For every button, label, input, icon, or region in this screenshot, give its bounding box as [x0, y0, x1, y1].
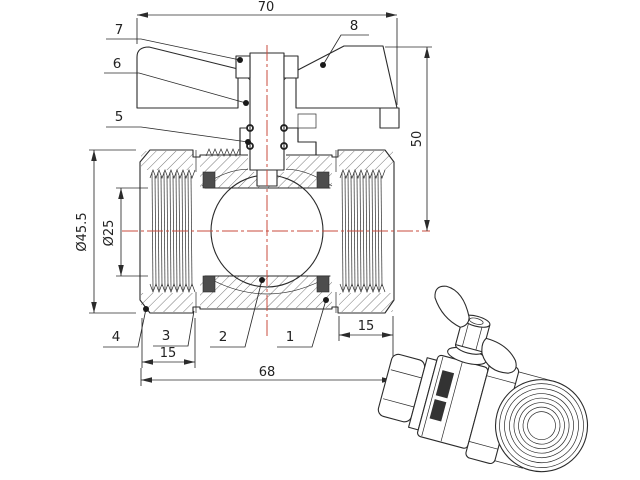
callout-3-label: 3: [162, 328, 171, 344]
callout-5-label: 5: [115, 109, 124, 125]
callout-7: 7: [106, 22, 243, 63]
dimension-15-left: 15: [141, 318, 196, 368]
callout-1-label: 1: [286, 329, 295, 345]
dimension-50: 50: [385, 46, 432, 231]
handle-wing-3d: [481, 337, 517, 374]
handle-left-wing: [136, 46, 239, 109]
callout-5: 5: [106, 109, 251, 145]
callout-4: 4: [103, 306, 149, 348]
dim-handle-width: 70: [258, 0, 275, 15]
gland-nut: [205, 113, 317, 157]
dim-body-length: 68: [259, 365, 276, 380]
seat-ring: [202, 275, 216, 293]
brand-marking-block: [435, 370, 455, 399]
o-ring: [280, 124, 288, 132]
callout-8: 8: [320, 18, 369, 68]
brand-marking-block: [429, 399, 447, 422]
dim-bore-diameter: Ø25: [102, 220, 117, 247]
seat-ring: [316, 275, 330, 293]
callout-6-label: 6: [113, 56, 122, 72]
stem-nut: [283, 55, 299, 79]
dimension-15-right: 15: [338, 316, 393, 341]
callout-4-label: 4: [112, 329, 121, 345]
o-ring: [280, 142, 288, 150]
callout-2: 2: [210, 277, 265, 348]
dimension-45-5: Ø45.5: [75, 149, 136, 314]
centerlines: [122, 45, 430, 336]
handle-wing-3d: [434, 285, 470, 328]
port-threads: [509, 393, 574, 458]
dim-right-thread: 15: [358, 319, 375, 334]
dimension-70: 70: [136, 0, 398, 105]
callout-2-label: 2: [219, 329, 228, 345]
dimension-68: 68: [140, 316, 394, 386]
callout-1: 1: [277, 297, 329, 348]
o-ring: [246, 124, 254, 132]
perspective-view: [377, 285, 589, 473]
handle-hub-step: [379, 107, 400, 129]
section-view: [122, 45, 430, 336]
callout-6: 6: [104, 56, 249, 106]
dimension-25: Ø25: [102, 187, 148, 277]
callout-7-label: 7: [115, 22, 124, 38]
callout-3: 3: [153, 310, 195, 347]
dim-outer-diameter: Ø45.5: [75, 212, 90, 251]
dim-height: 50: [410, 131, 425, 148]
seat-ring: [202, 171, 216, 189]
dim-left-thread: 15: [160, 346, 177, 361]
callout-8-label: 8: [350, 18, 359, 34]
seat-ring: [316, 171, 330, 189]
